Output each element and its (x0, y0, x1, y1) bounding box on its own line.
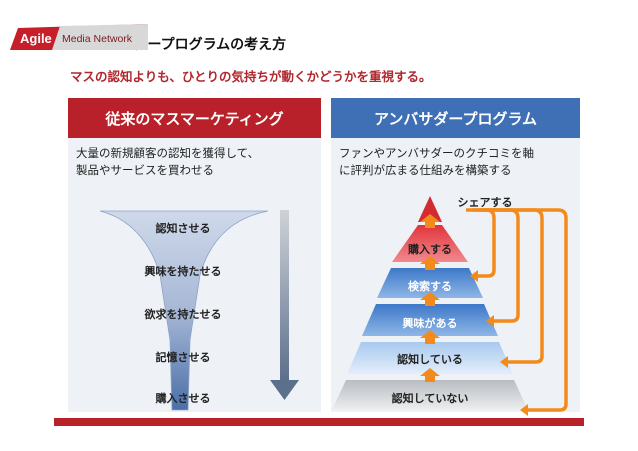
down-arrow-shaft (280, 210, 289, 380)
pyramid-level-label: 検索する (408, 280, 452, 293)
pyramid-tier-top (418, 196, 442, 222)
description-line: 製品やサービスを買わせる (76, 163, 214, 177)
share-arrows (466, 208, 568, 412)
pyramid-level-label: 認知している (397, 353, 463, 366)
funnel-stage-label: 興味を持たせる (144, 265, 222, 278)
description-line: ファンやアンバサダーのクチコミを軸 (339, 146, 535, 160)
funnel-stage-label: 購入させる (155, 392, 211, 405)
logo-brand-text: Agile (20, 31, 52, 46)
funnel-stage-label: 欲求を持たせる (144, 308, 222, 321)
slide-subtitle: マスの認知よりも、ひとりの気持ちが動くかどうかを重視する。 (70, 69, 432, 84)
ambassador-program-description: ファンやアンバサダーのクチコミを軸 に評判が広まる仕組みを構築する (331, 138, 580, 179)
down-arrow-head (270, 380, 299, 400)
pyramid-tier-interest (362, 304, 498, 336)
pyramid-tier-purchase (392, 225, 468, 262)
pyramid-level-label: シェアする (457, 196, 513, 209)
agile-media-network-logo: Agile Media Network (10, 24, 148, 50)
pyramid-level-label: 興味がある (402, 317, 458, 330)
pyramid-level-label: 認知していない (391, 392, 469, 405)
mass-marketing-heading: 従来のマスマーケティング (68, 98, 321, 138)
pyramid-tier-unaware (332, 380, 528, 410)
funnel-stage-label: 記憶させる (155, 351, 211, 364)
tier-up-arrows (420, 214, 440, 382)
mass-marketing-description: 大量の新規顧客の認知を獲得して、 製品やサービスを買わせる (68, 138, 321, 179)
pyramid-tier-search (377, 268, 483, 298)
marketing-funnel (99, 210, 269, 411)
ambassador-program-heading: アンバサダープログラム (331, 98, 580, 138)
description-line: に評判が広まる仕組みを構築する (339, 163, 512, 177)
pyramid-level-label: 購入する (408, 243, 452, 256)
share-arrow-heads (470, 270, 528, 416)
funnel-stage-label: 認知させる (155, 222, 211, 235)
pyramid-tier-aware (347, 342, 513, 374)
footer-rule (54, 418, 584, 426)
logo-rest-text: Media Network (62, 33, 133, 45)
description-line: 大量の新規顧客の認知を獲得して、 (76, 146, 260, 160)
